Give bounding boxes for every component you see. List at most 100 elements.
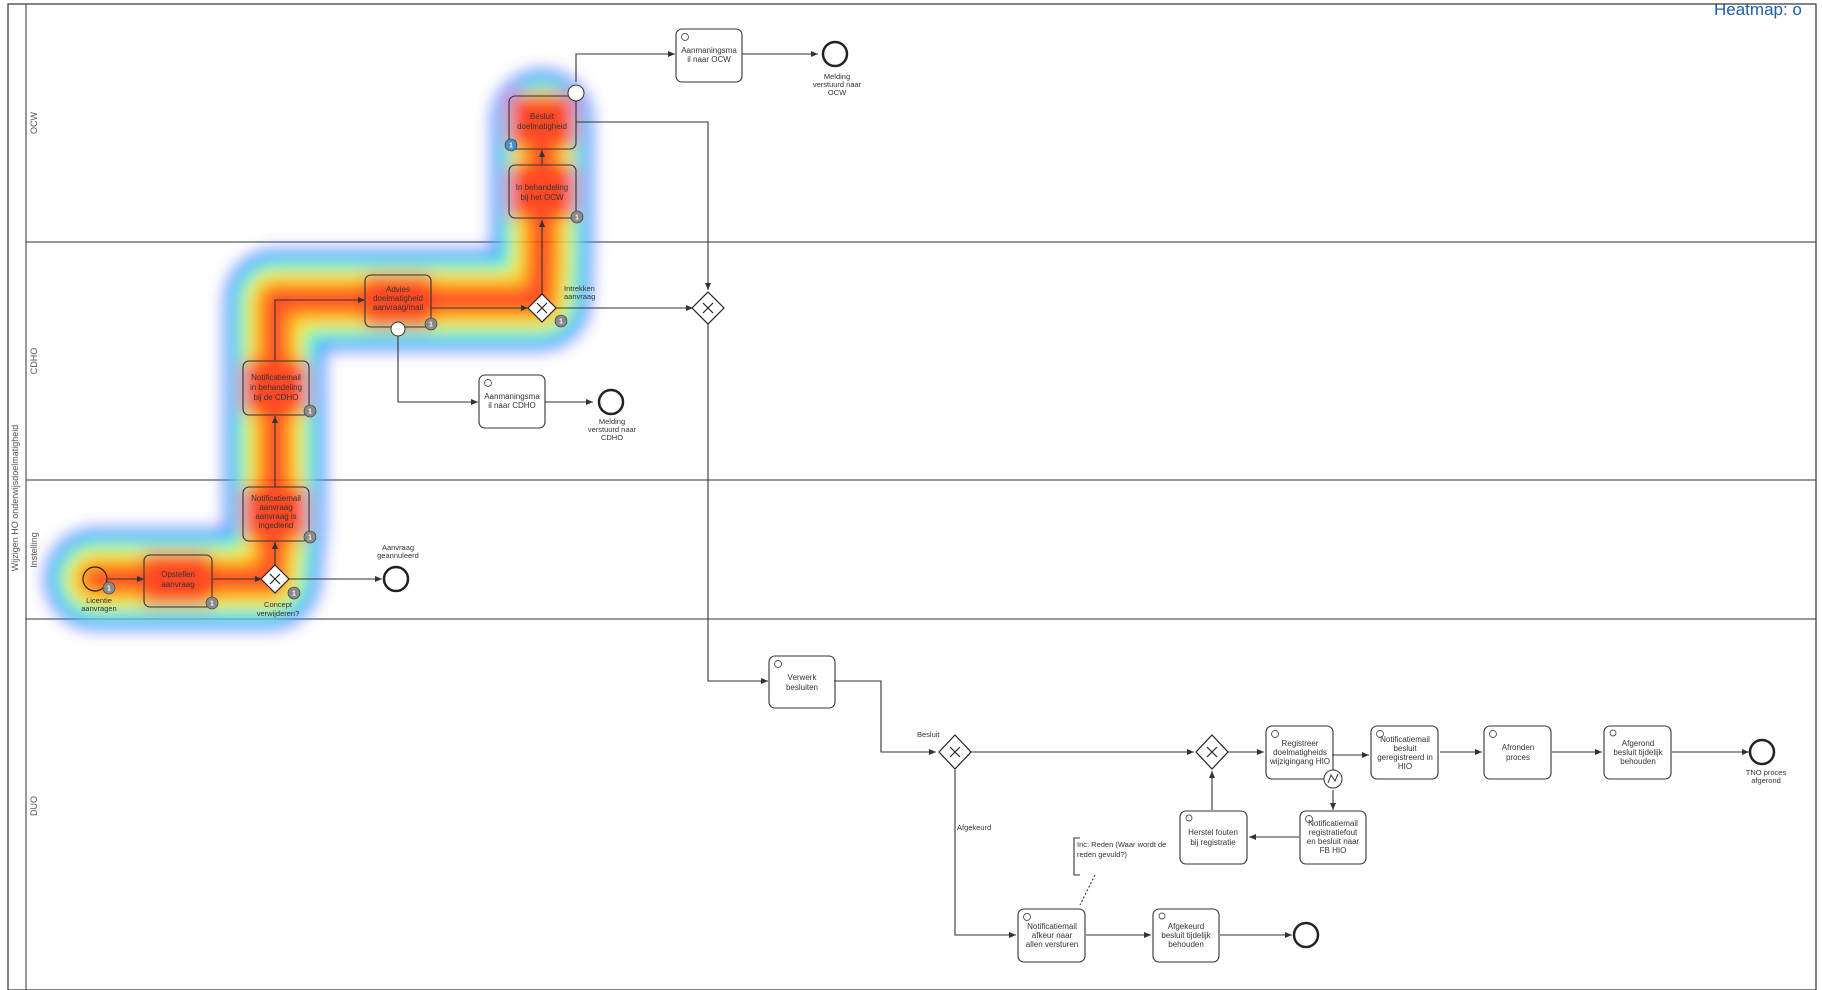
task-box	[675, 28, 743, 83]
error-event-icon	[1323, 769, 1343, 789]
task-label: Afgekeurd	[1168, 922, 1204, 931]
task-label: aanvraag	[161, 580, 194, 589]
count-badge-label: 1	[559, 319, 563, 326]
task-label: Notificatiemail	[251, 494, 301, 503]
task-label: besluit	[1393, 744, 1417, 753]
heat-hotspot	[508, 94, 576, 148]
gateway-concept-verwijderen[interactable]	[260, 564, 290, 594]
task-aanvraag-opstellen[interactable]: Opstellen aanvraag	[143, 554, 213, 608]
gateway-besluit[interactable]	[938, 734, 972, 770]
end-event-melding-cdho[interactable]	[597, 388, 625, 416]
event-label: afgerond	[1751, 776, 1781, 785]
event-label: Melding	[824, 72, 850, 81]
task-label: Registreer	[1282, 739, 1319, 748]
element-labels: Licentie aanvragen Aanvraag geannuleerd …	[81, 72, 1786, 859]
task-in-behandeling-ocw[interactable]: In behandeling bij het OCW	[508, 164, 577, 219]
task-label: doelmatigheid	[373, 294, 423, 303]
gateway-merge-cdho[interactable]	[691, 291, 725, 325]
task-box	[1179, 810, 1248, 865]
task-box	[1152, 908, 1220, 963]
flow-label: Besluit	[917, 730, 940, 739]
end-event-geannuleerd[interactable]	[382, 565, 410, 593]
count-badge	[554, 314, 568, 328]
sequence-flows	[108, 51, 1749, 938]
task-aanmaning-cdho[interactable]: Aanmaningsma il naar CDHO	[478, 374, 546, 429]
user-icon	[1185, 814, 1193, 822]
task-afgerond-besluit[interactable]: Afgerond besluit tijdelijk behouden	[1603, 725, 1672, 780]
end-event-tno-afgerond[interactable]	[1748, 738, 1776, 766]
task-registreer-wijziging[interactable]: Registreer doelmatigheids wijzigingang H…	[1265, 725, 1334, 780]
task-afronden-proces[interactable]: Afronden proces	[1483, 725, 1552, 780]
task-label: allen versturen	[1026, 940, 1078, 949]
task-besluit-doelmatigheid[interactable]: Besluit doelmatigheid	[508, 95, 577, 150]
end-event-melding-ocw[interactable]	[821, 40, 849, 68]
pool-label: Wijzigen HO onderwijsdoelmatigheid	[10, 425, 20, 572]
task-label: doelmatigheid	[517, 122, 567, 131]
task-label: Advies	[386, 285, 410, 294]
task-label: Afgerond	[1622, 739, 1654, 748]
task-box	[242, 486, 310, 542]
task-notificatie-afkeur[interactable]: Notificatiemail afkeur naar allen verstu…	[1017, 908, 1086, 963]
exclusive-x-icon	[536, 302, 548, 314]
count-badge	[424, 317, 438, 331]
gateway-label: verwijderen?	[257, 609, 300, 618]
gateway-intrekken-aanvraag[interactable]	[527, 293, 557, 323]
task-box	[508, 95, 577, 150]
lane-label-cdho: CDHO	[29, 348, 39, 375]
task-label: Herstel fouten	[1188, 828, 1238, 837]
start-event[interactable]	[82, 566, 108, 592]
task-notificatie-registratiefout[interactable]: Notificatiemail registratiefout en beslu…	[1299, 810, 1367, 865]
task-label: In behandeling	[516, 183, 569, 192]
heat-hotspot	[242, 360, 308, 414]
count-badge-label: 1	[292, 591, 296, 598]
count-badge	[102, 581, 116, 595]
event-label: Aanvraag	[382, 543, 414, 552]
task-label: Besluit	[530, 112, 555, 121]
heat-hotspot	[242, 486, 308, 540]
task-notificatie-behandeling-cdho[interactable]: Notificatiemail in behandeling bij de CD…	[242, 360, 310, 416]
task-herstel-fouten[interactable]: Herstel fouten bij registratie	[1179, 810, 1248, 865]
task-box	[1603, 725, 1672, 780]
task-box	[1483, 725, 1552, 780]
lane-label-instelling: Instelling	[29, 532, 39, 568]
task-label: aanvraag	[259, 503, 292, 512]
task-afgekeurd-besluit[interactable]: Afgekeurd besluit tijdelijk behouden	[1152, 908, 1220, 963]
count-badge	[570, 210, 584, 224]
task-label: aanvraag is	[255, 512, 296, 521]
task-label: Aanmaningsma	[681, 46, 737, 55]
sequence-flow	[707, 324, 768, 684]
tasks: Opstellen aanvraag Notificatiemail aanvr…	[143, 28, 1672, 963]
task-aanmaning-ocw[interactable]: Aanmaningsma il naar OCW	[675, 28, 743, 83]
event-label: Licentie	[86, 596, 112, 605]
flow-label: Afgekeurd	[957, 823, 991, 832]
event-label: TNO proces	[1746, 768, 1787, 777]
task-label: besluiten	[786, 683, 818, 692]
task-verwerk-besluiten[interactable]: Verwerk besluiten	[768, 655, 836, 709]
task-label: geregistreerd in	[1377, 753, 1433, 762]
task-box	[508, 164, 577, 219]
count-badge-active	[504, 138, 518, 152]
events	[82, 40, 1776, 949]
task-label: proces	[1506, 753, 1530, 762]
task-label: Verwerk	[788, 673, 818, 682]
event-label: verstuurd naar	[588, 425, 637, 434]
end-event-afgekeurd[interactable]	[1292, 921, 1320, 949]
gear-icon	[1271, 730, 1279, 738]
gateway-merge-registratie[interactable]	[1195, 734, 1229, 770]
task-label: behouden	[1168, 940, 1204, 949]
sequence-flow	[834, 680, 936, 755]
count-badge-label: 1	[509, 143, 513, 150]
task-label: aanvraag/mail	[373, 303, 423, 312]
task-label: ingediend	[259, 521, 294, 530]
task-notificatie-geregistreerd[interactable]: Notificatiemail besluit geregistreerd in…	[1370, 725, 1439, 780]
task-notificatie-aanvraag-ingediend[interactable]: Notificatiemail aanvraag aanvraag is ing…	[242, 486, 310, 542]
gateway-label: Intrekken	[564, 284, 595, 293]
task-label: FB HIO	[1320, 846, 1347, 855]
timer-icon	[390, 321, 406, 337]
task-type-icons	[484, 33, 1617, 921]
annotation-association	[1079, 874, 1096, 906]
task-box	[768, 655, 836, 709]
task-label: Notificatiemail	[251, 373, 301, 382]
gear-icon	[1376, 730, 1384, 738]
